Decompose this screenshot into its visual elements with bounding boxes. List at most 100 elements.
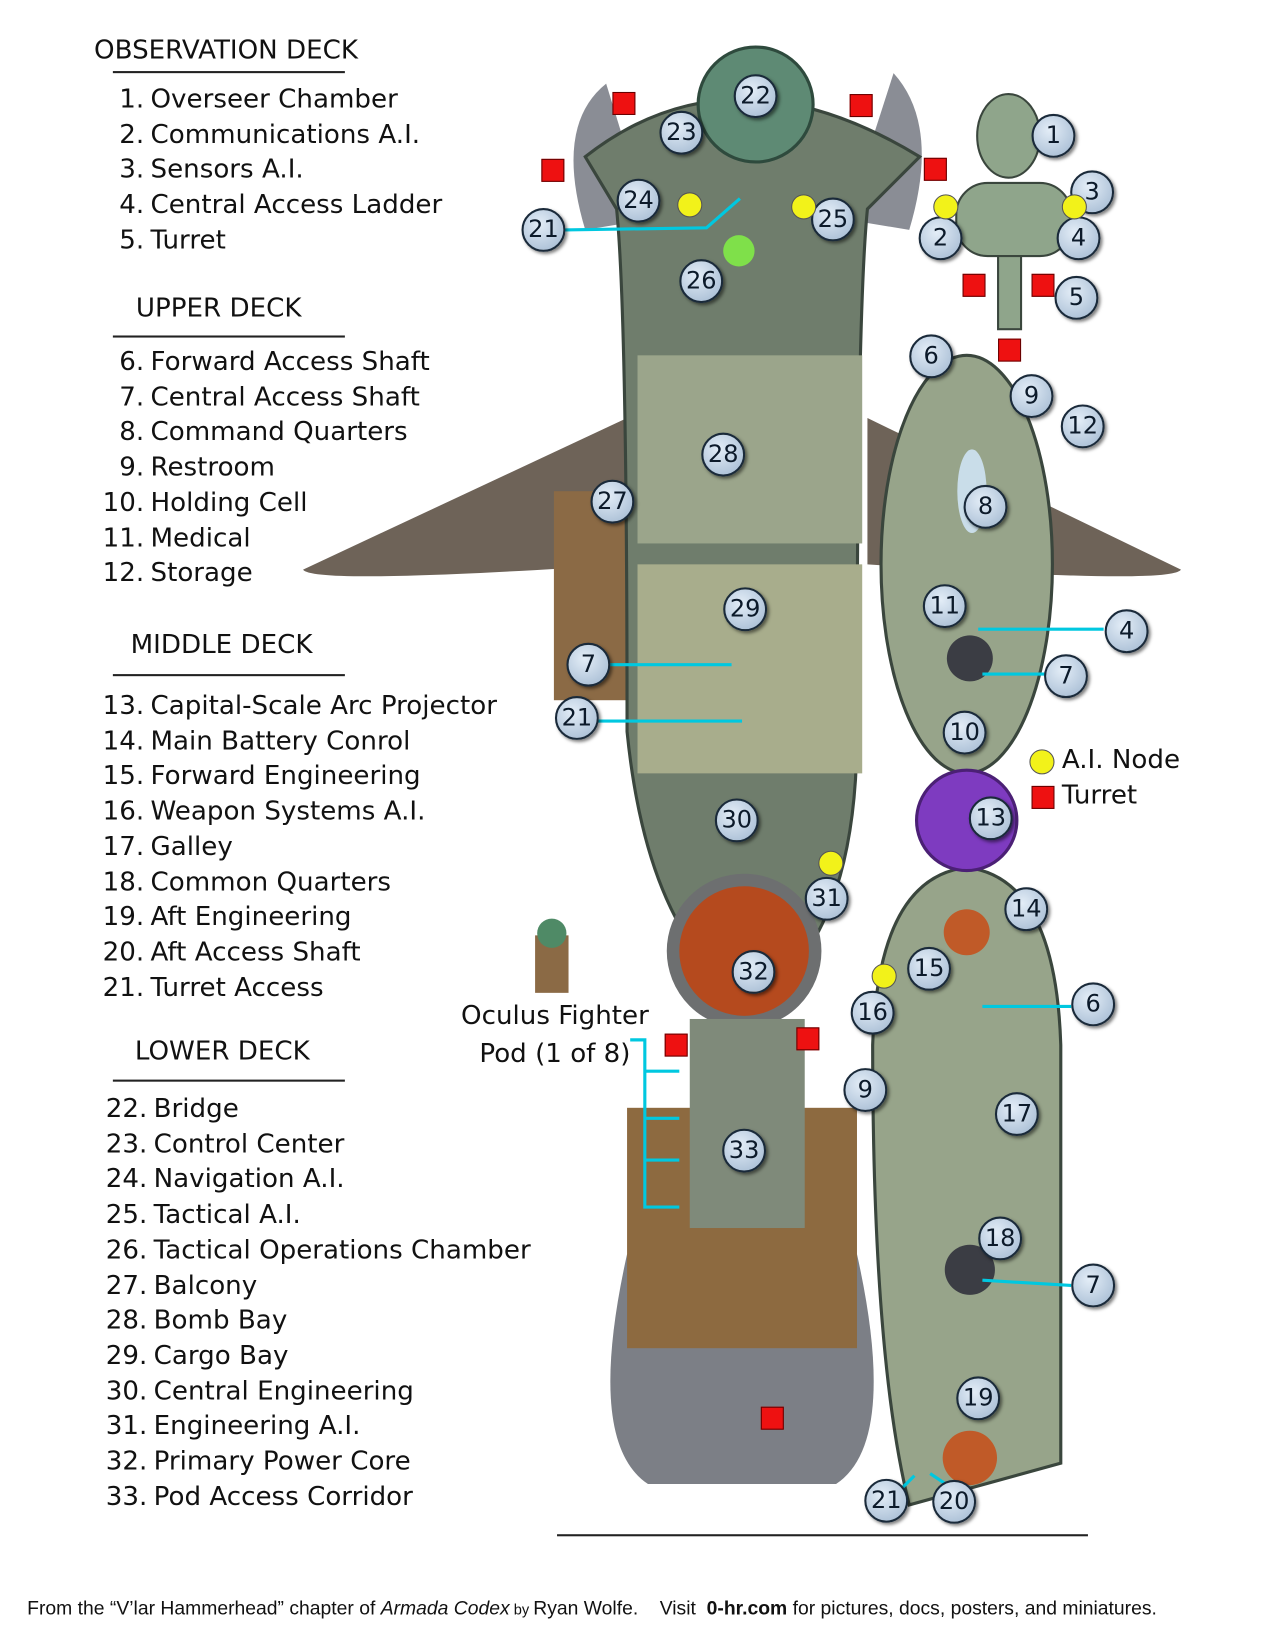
footer-site-link[interactable]: 0-hr.com	[706, 1596, 788, 1619]
legend-item-label: Primary Power Core	[153, 1445, 411, 1476]
legend-item-label: Command Quarters	[150, 416, 408, 447]
room-marker-5: 5	[1054, 275, 1099, 320]
legend-item: 28.Bomb Bay	[95, 1304, 287, 1334]
legend-item-label: Control Center	[153, 1128, 345, 1159]
legend-item-number: 9.	[119, 451, 145, 482]
legend-item-number: 30.	[105, 1374, 148, 1406]
legend-section-title: OBSERVATION DECK	[94, 34, 359, 65]
legend-item: 6.Forward Access Shaft	[92, 345, 430, 377]
legend-item-number: 16.	[102, 795, 145, 826]
room-marker-7: 7	[566, 642, 611, 687]
room-marker-9: 9	[843, 1068, 888, 1112]
room-marker-4: 4	[1056, 216, 1101, 261]
room-marker-30: 30	[714, 798, 759, 843]
legend-item-number: 25.	[105, 1198, 148, 1230]
legend-item: 1.Overseer Chamber	[92, 84, 398, 114]
legend-section-rule	[112, 674, 345, 677]
ai-node-icon	[818, 850, 844, 876]
room-marker-4: 4	[1104, 609, 1149, 654]
legend-item: 8.Command Quarters	[92, 416, 408, 446]
legend-item-number: 2.	[119, 118, 145, 150]
legend-item-label: Turret	[150, 224, 226, 255]
ai-node-icon	[791, 194, 817, 220]
legend-item: 21.Turret Access	[92, 972, 324, 1002]
turret-icon	[923, 157, 947, 181]
footer-book-title: Armada Codex	[380, 1596, 510, 1619]
legend-item: 23.Control Center	[95, 1128, 345, 1159]
legend-item-label: Pod Access Corridor	[153, 1480, 413, 1511]
legend-item-number: 1.	[119, 83, 145, 114]
turret-icon	[962, 273, 986, 297]
turret-icon	[760, 1406, 784, 1430]
legend-item-number: 3.	[119, 154, 145, 185]
ai-node-icon	[1061, 194, 1087, 220]
legend-section-title: LOWER DECK	[134, 1035, 310, 1067]
legend-item-label: Aft Engineering	[150, 901, 352, 932]
legend-item-number: 26.	[105, 1234, 148, 1265]
legend-item: 29.Cargo Bay	[95, 1340, 289, 1370]
room-marker-7: 7	[1071, 1263, 1116, 1308]
legend-item: 5.Turret	[92, 224, 226, 254]
legend-section-rule	[112, 71, 345, 74]
room-marker-17: 17	[994, 1092, 1039, 1137]
legend-item-label: Capital-Scale Arc Projector	[150, 689, 497, 721]
legend-item: 32.Primary Power Core	[95, 1445, 411, 1475]
ai-node-icon	[871, 963, 897, 989]
legend-item-number: 11.	[102, 522, 145, 553]
legend-item-label: Bomb Bay	[153, 1304, 288, 1335]
legend-item-number: 7.	[119, 381, 145, 412]
room-marker-32: 32	[731, 949, 776, 994]
room-marker-24: 24	[616, 178, 661, 223]
room-marker-27: 27	[590, 479, 635, 524]
room-marker-13: 13	[968, 796, 1013, 841]
room-marker-31: 31	[804, 876, 849, 921]
middle-deck-map	[871, 768, 1063, 1507]
ai-node-key-icon	[1029, 749, 1055, 775]
divider	[557, 1534, 1088, 1537]
legend-item-number: 28.	[105, 1304, 148, 1335]
legend-item-number: 4.	[119, 189, 145, 220]
connector-lines	[564, 197, 1104, 1491]
legend-item: 17.Galley	[92, 831, 233, 861]
turret-key-label: Turret	[1061, 779, 1138, 810]
legend-item-number: 6.	[119, 345, 145, 377]
legend-item-number: 22.	[105, 1093, 148, 1124]
ai-node-key-label: A.I. Node	[1061, 744, 1181, 775]
legend-item-label: Forward Access Shaft	[150, 345, 430, 377]
room-marker-9: 9	[1009, 374, 1054, 419]
turret-icon	[1031, 273, 1055, 297]
turret-icon	[998, 338, 1022, 362]
legend-item: 27.Balcony	[95, 1269, 257, 1299]
legend-item-number: 32.	[105, 1445, 148, 1476]
legend-item-label: Overseer Chamber	[150, 83, 398, 114]
legend-item: 13.Capital-Scale Arc Projector	[92, 690, 497, 720]
legend-section-title: UPPER DECK	[135, 292, 302, 323]
legend-item-number: 23.	[105, 1128, 148, 1159]
turret-icon	[541, 158, 565, 182]
legend-item: 14.Main Battery Conrol	[92, 725, 411, 755]
legend-item: 7.Central Access Shaft	[92, 381, 420, 411]
legend-item-label: Restroom	[150, 451, 276, 482]
legend-item-label: Galley	[150, 830, 233, 861]
room-marker-12: 12	[1060, 404, 1105, 449]
legend-item: 26.Tactical Operations Chamber	[95, 1234, 531, 1264]
room-marker-21: 21	[864, 1478, 909, 1523]
room-marker-7: 7	[1044, 654, 1088, 699]
fighter-pod-icon	[535, 918, 569, 993]
turret-icon	[612, 91, 636, 115]
legend-item-label: Engineering A.I.	[153, 1410, 361, 1441]
legend-item-label: Central Access Ladder	[150, 189, 443, 220]
legend-item: 22.Bridge	[95, 1093, 239, 1123]
footer-author: Ryan Wolfe.	[533, 1596, 639, 1619]
room-marker-33: 33	[722, 1128, 767, 1173]
room-marker-21: 21	[521, 207, 566, 252]
legend-item-number: 12.	[102, 557, 145, 588]
pod-label-line1: Oculus Fighter	[461, 1000, 649, 1031]
legend-item: 19.Aft Engineering	[92, 901, 352, 931]
legend-item-label: Central Engineering	[153, 1374, 414, 1406]
legend-item-number: 5.	[119, 224, 145, 255]
legend-item: 30.Central Engineering	[95, 1375, 414, 1405]
room-marker-19: 19	[956, 1376, 1001, 1421]
legend-item: 4.Central Access Ladder	[92, 189, 442, 219]
